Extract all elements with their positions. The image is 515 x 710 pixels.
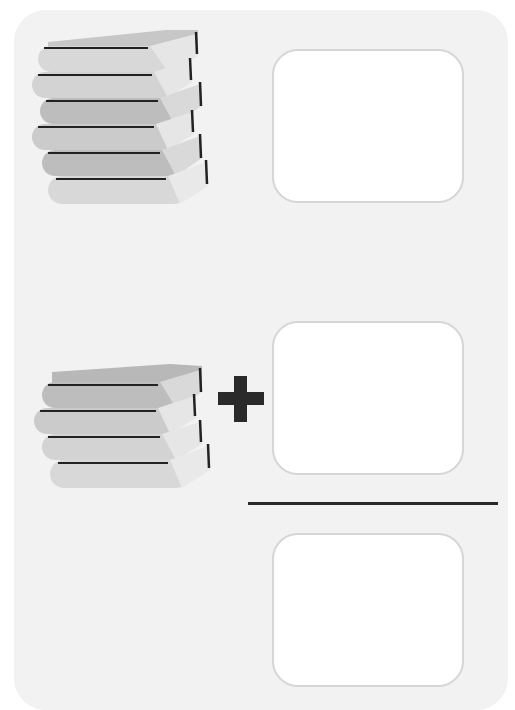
top-book-stack-icon bbox=[28, 28, 218, 210]
bottom-book-stack-icon bbox=[30, 362, 220, 492]
top-answer-box[interactable] bbox=[272, 49, 464, 203]
plus-icon bbox=[216, 374, 266, 424]
sum-answer-box[interactable] bbox=[272, 533, 464, 687]
addend-answer-box[interactable] bbox=[272, 321, 464, 475]
sum-divider-line bbox=[248, 502, 498, 505]
